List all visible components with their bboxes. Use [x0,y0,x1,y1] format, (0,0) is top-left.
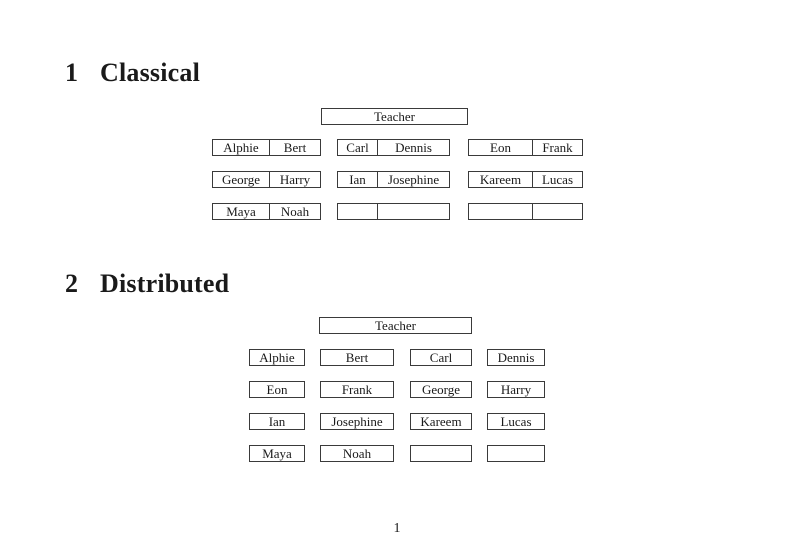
seat-box: Kareem [410,413,472,430]
seat-cell: Frank [542,140,573,155]
page-number: 1 [393,521,401,536]
seat-cell: Kareem [469,172,533,187]
seat-box: Frank [320,381,394,398]
seat-box: Josephine [320,413,394,430]
seat-cell: Carl [338,140,378,155]
seat-cell: Alphie [213,140,270,155]
seat-cell [533,204,582,219]
teacher-box-distributed: Teacher [319,317,472,334]
seat-cell [469,204,533,219]
seat-cell: Eon [469,140,533,155]
seat-box: Maya [249,445,305,462]
seat-pair-empty [337,203,450,220]
seat-cell: George [213,172,270,187]
section-number: 2 [65,269,79,298]
seat-box: Carl [410,349,472,366]
seat-cell: Dennis [395,140,432,155]
seat-pair: Carl Dennis [337,139,450,156]
seat-cell: Ian [338,172,378,187]
seat-box-empty [410,445,472,462]
seat-box: Bert [320,349,394,366]
seat-box: Alphie [249,349,305,366]
section-number: 1 [65,58,79,87]
seat-pair: Ian Josephine [337,171,450,188]
seat-pair: Eon Frank [468,139,583,156]
seat-pair: Alphie Bert [212,139,321,156]
seat-box: Dennis [487,349,545,366]
seat-pair: George Harry [212,171,321,188]
seat-cell: Josephine [387,172,440,187]
section-title: Distributed [100,269,230,298]
seat-pair: Maya Noah [212,203,321,220]
seat-box: Ian [249,413,305,430]
seat-cell: Harry [279,172,311,187]
seat-box: George [410,381,472,398]
seat-cell [338,204,378,219]
seat-cell: Maya [213,204,270,219]
seat-pair: Kareem Lucas [468,171,583,188]
section-heading-distributed: 2 Distributed [65,270,229,298]
seat-cell: Lucas [541,172,574,187]
seat-pair-empty [468,203,583,220]
section-heading-classical: 1 Classical [65,59,200,87]
seat-box: Lucas [487,413,545,430]
section-title: Classical [100,58,201,87]
seat-box: Noah [320,445,394,462]
seat-box: Harry [487,381,545,398]
seat-box: Eon [249,381,305,398]
seat-cell [378,204,449,219]
seat-cell: Bert [283,140,307,155]
teacher-box-classical: Teacher [321,108,468,125]
seat-cell: Noah [280,204,310,219]
seat-box-empty [487,445,545,462]
